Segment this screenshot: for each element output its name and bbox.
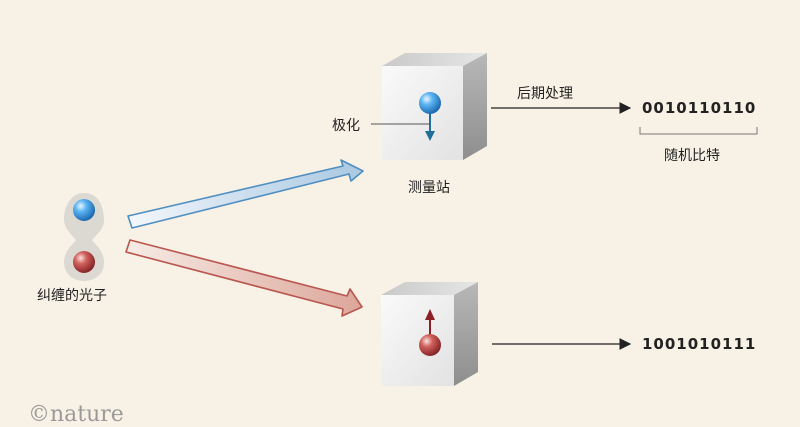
measured-blue-photon [419, 92, 441, 114]
postprocessing-label: 后期处理 [517, 86, 573, 102]
spin-down-arrowhead [425, 131, 435, 141]
entangled-photons-label: 纠缠的光子 [37, 288, 107, 304]
entangled-photon-source [64, 193, 104, 281]
spin-up-arrowhead [425, 309, 435, 320]
cube-front-face [382, 66, 463, 160]
nature-credit: ©nature [28, 402, 124, 427]
cube-front-face [381, 295, 454, 386]
cube-top-face [382, 53, 487, 66]
cube-side-face [463, 53, 487, 160]
cube-top-face [381, 282, 478, 295]
blue-photon [73, 199, 95, 221]
top-bit-string: 0010110110 [642, 99, 757, 117]
polarization-label: 极化 [332, 118, 360, 134]
blue-beam-arrow [127, 159, 364, 229]
cube-side-face [454, 282, 478, 386]
red-beam-arrow [125, 239, 363, 317]
random-bits-label: 随机比特 [664, 148, 720, 164]
measured-red-photon [419, 334, 441, 356]
top-measurement-cube [382, 53, 487, 160]
bottom-measurement-cube [381, 282, 478, 386]
bottom-bit-string: 1001010111 [642, 335, 757, 353]
measurement-station-label: 测量站 [408, 180, 450, 196]
random-bits-bracket [639, 127, 758, 135]
red-photon [73, 251, 95, 273]
